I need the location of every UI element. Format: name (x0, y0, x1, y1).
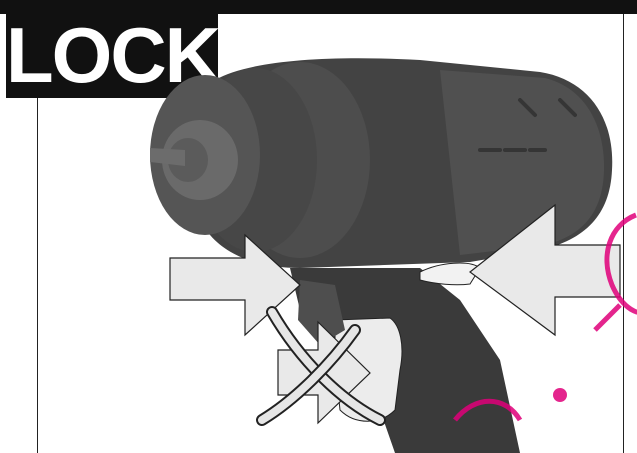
drill-illustration (0, 0, 637, 453)
